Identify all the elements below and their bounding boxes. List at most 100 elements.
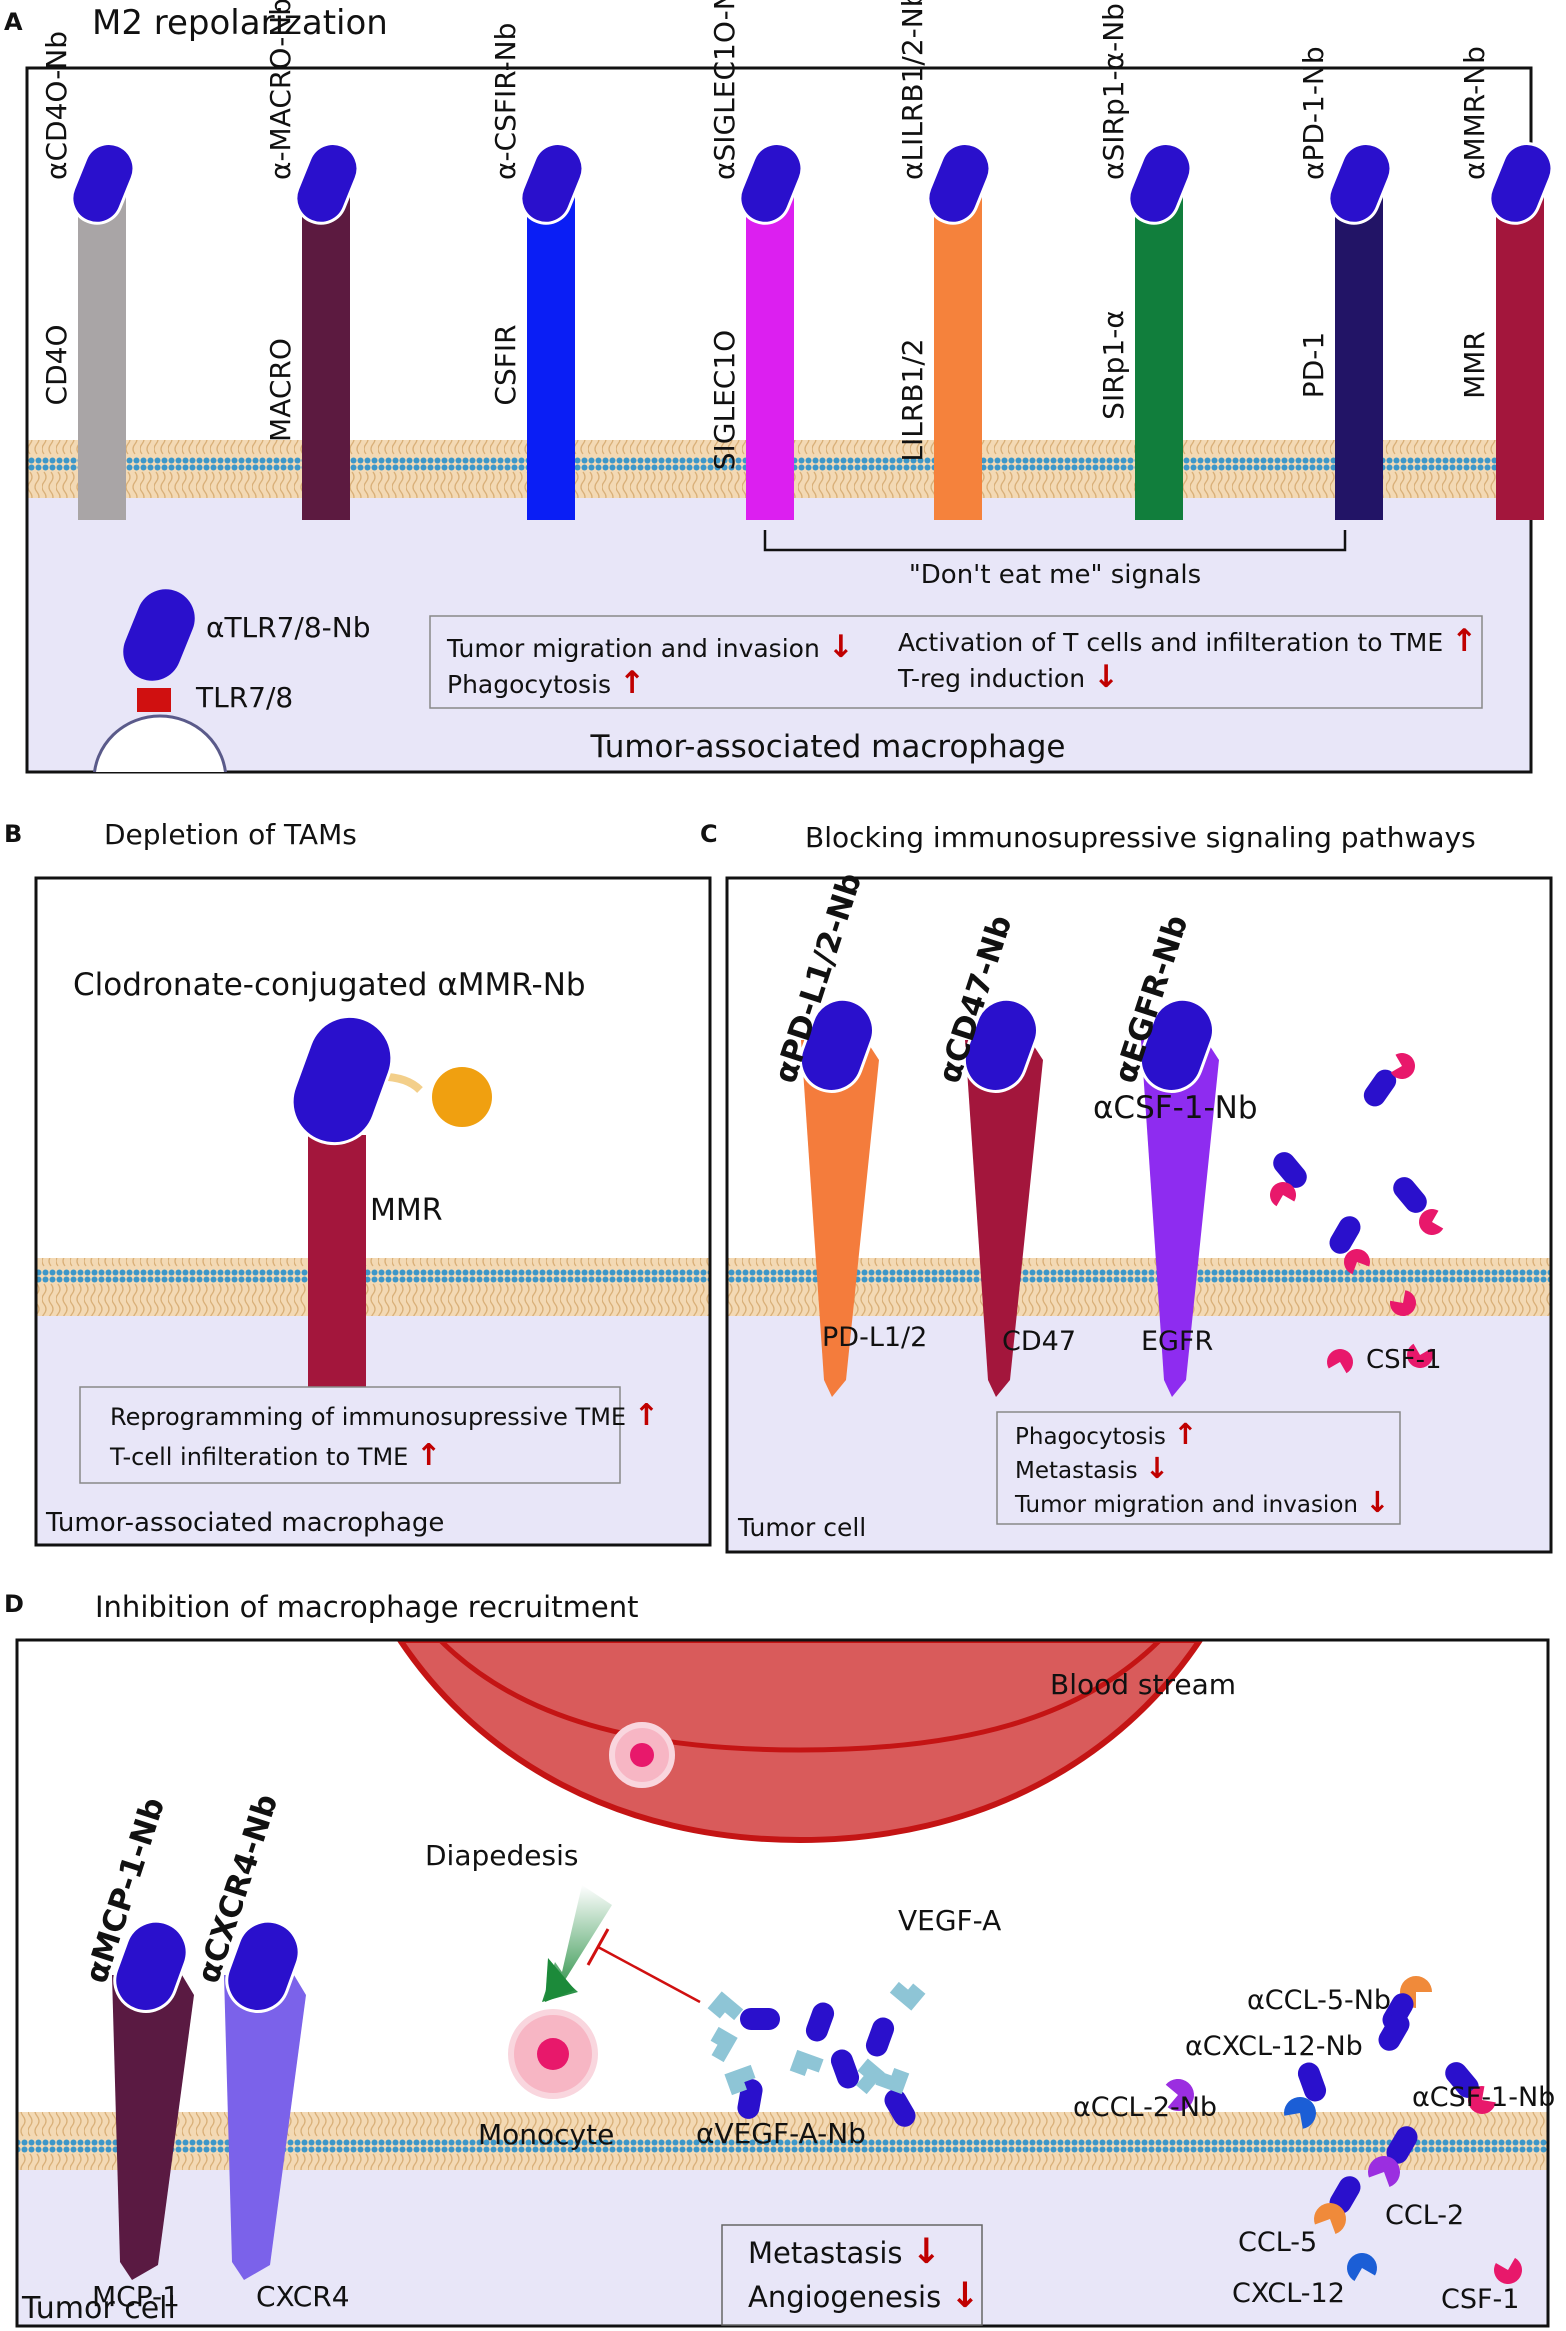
nanobody-a-icon-1 [294, 142, 360, 225]
vegf-ligand-icon-1 [789, 2049, 824, 2076]
vegf-nb-icon-5 [884, 2089, 916, 2127]
mmr-receptor [308, 1135, 366, 1395]
vegf-ligand-icon-3 [889, 1981, 926, 2011]
panel-d-title: Inhibition of macrophage recruitment [95, 1590, 638, 1624]
c-csf-nb-icon-2 [1393, 1177, 1427, 1213]
nb-label-a-5: αSIRp1-α-Nb [1097, 3, 1130, 180]
vegf-nb-icon-0 [740, 2008, 780, 2030]
c-csf-ligand-icon-6 [1407, 1343, 1433, 1368]
panel-b-effect-0: Reprogramming of immunosupressive TME ↑ [110, 1398, 659, 1433]
panel-a: A M2 repolarization αCD4O-NbCD4Oα-MACRO-… [4, 0, 1554, 774]
cxcl12-nb-icon [1378, 2013, 1410, 2051]
receptor-label-a-5: SIRp1-α [1097, 310, 1130, 420]
vegf-nb-icon-1 [805, 2002, 835, 2042]
receptor-label-c-0: PD-L1/2 [822, 1322, 927, 1353]
receptor-label-a-6: PD-1 [1297, 332, 1330, 398]
panel-a-effects-box [429, 615, 1483, 709]
receptor-label-d-0: MCP-1 [92, 2280, 180, 2313]
tlr-vesicle [93, 714, 227, 772]
panel-a-title: M2 repolarization [92, 3, 388, 43]
nb-label-a-0: αCD4O-Nb [40, 31, 73, 180]
c-csf-ligand-icon-1 [1270, 1182, 1296, 1207]
mmr-nanobody-icon [290, 1014, 394, 1146]
vegf-nb-label: αVEGF-A-Nb [696, 2117, 866, 2150]
panel-a-letter: A [4, 8, 23, 36]
receptor-c-0 [801, 1040, 879, 1397]
csf1-label: CSF-1 [1441, 2284, 1519, 2315]
nb-label-a-7: αMMR-Nb [1458, 46, 1491, 180]
panel-d-letter: D [4, 1590, 24, 1618]
receptor-c-1 [965, 1040, 1043, 1397]
panel-d-cell-label: Tumor cell [21, 2291, 176, 2326]
panel-a-cell-label: Tumor-associated macrophage [589, 729, 1065, 765]
panel-b-title: Depletion of TAMs [104, 818, 357, 851]
c-csf-nb-icon-0 [1363, 1069, 1397, 1107]
cxcl12-bound-icon [1284, 2097, 1316, 2129]
panel-c-cell-label: Tumor cell [737, 1513, 866, 1542]
nanobody-a-icon-5 [1127, 142, 1193, 225]
ccl5-bound-icon [1314, 2203, 1346, 2235]
blood-vessel [396, 1640, 1204, 1844]
vegf-ligand-icon-6 [710, 2026, 738, 2063]
receptor-label-a-2: CSFIR [489, 324, 522, 405]
panel-b-cell-label: Tumor-associated macrophage [45, 1508, 444, 1538]
vegf-ligand-icon-2 [724, 2064, 756, 2096]
panel-b-effect-1: T-cell infilteration to TME ↑ [109, 1438, 441, 1473]
receptor-label-d-1: CXCR4 [256, 2280, 350, 2313]
vegf-ligand-icon-0 [707, 1991, 744, 2021]
tlr-label: TLR7/8 [195, 681, 293, 714]
c-csf-nb-icon-3 [1329, 1216, 1361, 1254]
nanobody-a-icon-6 [1327, 142, 1393, 225]
receptor-label-a-7: MMR [1458, 331, 1491, 399]
tlr-nb-label: αTLR7/8-Nb [206, 611, 371, 644]
cxcl12-label: CXCL-12 [1232, 2278, 1345, 2309]
panel-b-effects-box [79, 1386, 621, 1484]
c-csf-ligand-icon-0 [1390, 1053, 1415, 1079]
ccl5-nb-label: αCCL-5-Nb [1247, 1985, 1391, 2016]
ccl2-bound-icon [1368, 2156, 1400, 2188]
c-csf-ligand-icon-5 [1327, 1349, 1353, 1374]
nb-label-a-4: αLILRB1/2-Nb [896, 0, 929, 180]
c-csf-ligand-icon-3 [1344, 1249, 1370, 1275]
nb-label-a-6: αPD-1-Nb [1297, 46, 1330, 180]
receptor-a-1 [302, 195, 350, 520]
nanobody-a-icon-0 [70, 142, 136, 225]
nanobody-a-icon-7 [1488, 142, 1554, 225]
receptor-a-6 [1335, 195, 1383, 520]
nb-label-a-1: α-MACRO-Nb [264, 0, 297, 180]
tlr-receptor [137, 688, 171, 712]
nanobody-d-icon-0 [113, 1919, 189, 2013]
ccl5-nb-icon-2 [1329, 2176, 1361, 2214]
panel-c-effects-box [996, 1411, 1401, 1525]
c-csf-ligand-icon-4 [1390, 1290, 1416, 1316]
panel-c-letter: C [700, 820, 718, 848]
receptor-label-c-2: EGFR [1141, 1326, 1213, 1357]
vegf-nb-icon-4 [830, 2049, 860, 2089]
nb-label-a-3: αSIGLEC1O-Nb [708, 0, 741, 180]
vegf-ligand-icon-5 [875, 2068, 910, 2095]
mmr-label: MMR [370, 1193, 443, 1228]
csf1-free-icon [1494, 2257, 1522, 2284]
receptor-a-3 [746, 195, 794, 520]
c-csf-nb-icon-1 [1273, 1152, 1307, 1188]
ccl2-label: CCL-2 [1385, 2200, 1464, 2231]
receptor-label-a-1: MACRO [264, 338, 297, 442]
diapedesis-label: Diapedesis [425, 1839, 578, 1872]
receptor-a-5 [1135, 195, 1183, 520]
receptor-d-0 [112, 1975, 194, 2280]
csf1-bound-icon [1468, 2086, 1496, 2114]
panel-b-letter: B [4, 820, 22, 848]
ccl2-nb-label: αCCL-2-Nb [1073, 2092, 1217, 2123]
cxcl12-free-icon [1347, 2253, 1377, 2281]
receptor-a-4 [934, 195, 982, 520]
receptor-d-1 [224, 1975, 306, 2280]
receptor-a-0 [78, 195, 126, 520]
dont-eat-me-bracket [763, 530, 1347, 552]
nanobody-c-icon-2 [1138, 997, 1215, 1093]
vegf-nb-icon-3 [865, 2017, 895, 2057]
dont-eat-me-label: "Don't eat me" signals [909, 560, 1201, 590]
cxcl12-nb-label: αCXCL-12-Nb [1185, 2031, 1363, 2062]
inhibition-line [597, 1945, 701, 2004]
panel-d-effect-0: Metastasis ↓ [748, 2232, 941, 2272]
